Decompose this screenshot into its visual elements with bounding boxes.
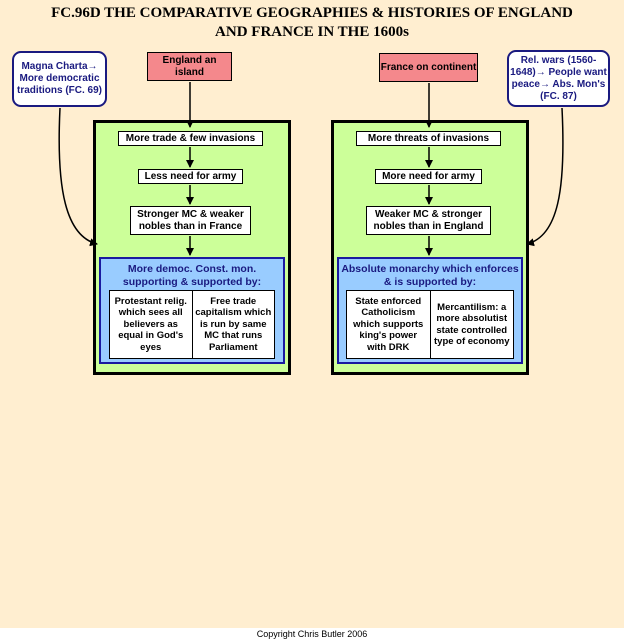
france-supports: State enforced Catholicism which support… [346,290,514,359]
england-step-2: Less need for army [138,169,243,184]
england-result-title: More democ. Const. mon. supporting & sup… [122,263,262,288]
magna-charta-note: Magna Charta→ More democratic traditions… [12,51,107,107]
france-result-title: Absolute monarchy which enforces & is su… [341,263,519,288]
england-step-3: Stronger MC & weaker nobles than in Fran… [130,206,251,235]
france-step-3: Weaker MC & stronger nobles than in Engl… [366,206,491,235]
arrow-magna-charta-to-england [58,107,98,247]
england-support-religion: Protestant relig. which sees all believe… [114,295,187,353]
england-header: England an island [147,52,232,81]
england-supports: Protestant relig. which sees all believe… [109,290,275,359]
arrow-religious-wars-to-france [526,107,564,247]
title-line-2: AND FRANCE IN THE 1600s [215,24,409,40]
copyright: Copyright Chris Butler 2006 [256,629,368,639]
england-step-1: More trade & few invasions [118,131,263,146]
religious-wars-note: Rel. wars (1560-1648)→ People want peace… [507,50,610,107]
title-line-1: FC.96D THE COMPARATIVE GEOGRAPHIES & HIS… [51,5,573,21]
france-step-2: More need for army [375,169,482,184]
france-result: Absolute monarchy which enforces & is su… [337,257,523,364]
france-step-1: More threats of invasions [356,131,501,146]
england-support-economy: Free trade capitalism which is run by sa… [191,291,275,358]
france-support-religion: State enforced Catholicism which support… [353,295,424,353]
france-header: France on continent [379,53,478,82]
france-support-economy: Mercantilism: a more absolutist state co… [429,291,514,358]
diagram-title: FC.96D THE COMPARATIVE GEOGRAPHIES & HIS… [0,4,624,42]
england-result: More democ. Const. mon. supporting & sup… [99,257,285,364]
